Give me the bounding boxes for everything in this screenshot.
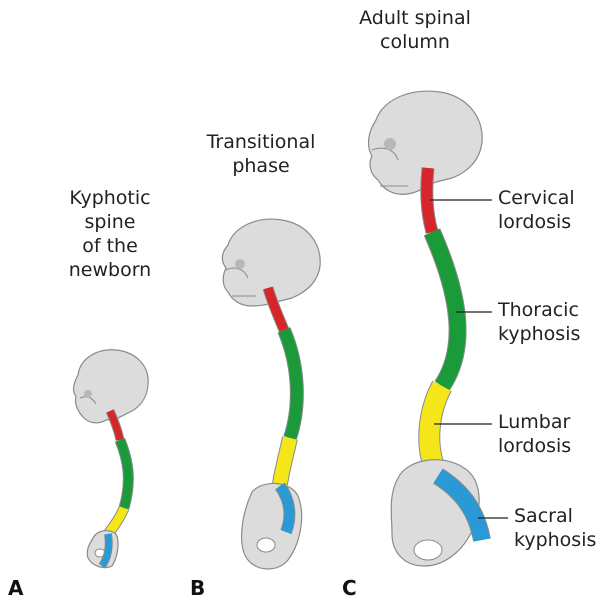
newborn-lumbar-segment <box>108 508 124 534</box>
callout-thoracic: Thoracic kyphosis <box>498 298 580 346</box>
panel-c-title-line: column <box>340 30 490 54</box>
adult-thoracic-segment <box>432 232 458 386</box>
callout-cervical: Cervical lordosis <box>498 186 575 234</box>
adult-skeleton <box>369 91 483 566</box>
panel-b-letter: B <box>190 576 205 600</box>
panel-a-title-line: spine <box>40 210 180 234</box>
callout-line: kyphosis <box>498 322 580 346</box>
callout-line: Thoracic <box>498 298 580 322</box>
panel-a-title: Kyphotic spine of the newborn <box>40 186 180 282</box>
callout-line: lordosis <box>498 210 575 234</box>
callout-line: kyphosis <box>514 528 596 552</box>
callout-line: lordosis <box>498 434 571 458</box>
panel-a-title-line: Kyphotic <box>40 186 180 210</box>
callout-line: Cervical <box>498 186 575 210</box>
panel-b-title-line: Transitional <box>186 130 336 154</box>
panel-b-title: Transitional phase <box>186 130 336 178</box>
callout-line: Sacral <box>514 504 596 528</box>
panel-b-title-line: phase <box>186 154 336 178</box>
panel-a-title-line: newborn <box>40 258 180 282</box>
panel-c-title-line: Adult spinal <box>340 6 490 30</box>
panel-a-letter: A <box>8 576 23 600</box>
panel-a-title-line: of the <box>40 234 180 258</box>
newborn-skeleton <box>74 350 149 568</box>
panel-c-letter: C <box>342 576 357 600</box>
transitional-skeleton <box>222 219 320 569</box>
callout-sacral: Sacral kyphosis <box>514 504 596 552</box>
panel-c-title: Adult spinal column <box>340 6 490 54</box>
callout-line: Lumbar <box>498 410 571 434</box>
callout-lumbar: Lumbar lordosis <box>498 410 571 458</box>
